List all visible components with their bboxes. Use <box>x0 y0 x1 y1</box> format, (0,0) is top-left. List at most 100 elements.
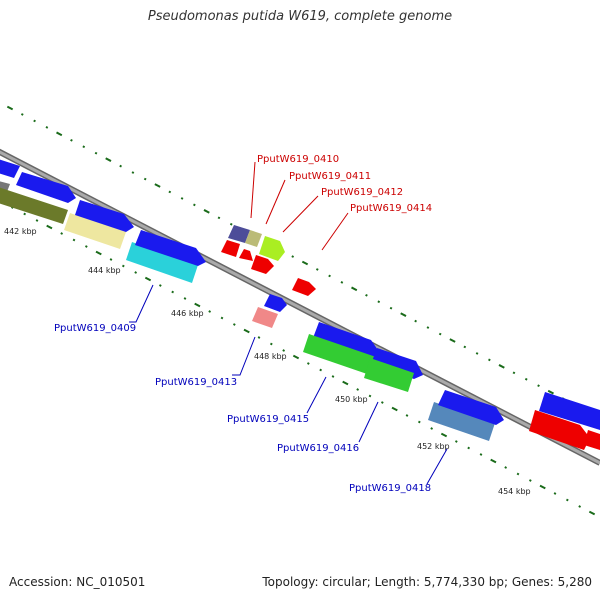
minor-tick <box>183 297 187 300</box>
minor-tick <box>60 232 64 235</box>
callout-line <box>250 161 256 219</box>
gene-label-0416: PputW619_0416 <box>277 443 359 454</box>
kbp-label: 442 kbp <box>4 227 37 236</box>
gene-block <box>221 240 240 257</box>
minor-tick <box>516 472 520 476</box>
minor-tick <box>340 281 344 284</box>
minor-tick <box>232 323 236 326</box>
gene-block <box>252 307 278 328</box>
minor-tick <box>220 316 224 320</box>
gene-features <box>0 159 600 450</box>
major-tick <box>243 328 250 334</box>
major-tick <box>154 183 161 188</box>
minor-tick <box>479 453 483 456</box>
minor-tick <box>134 271 138 274</box>
major-tick <box>144 276 152 282</box>
gene-block <box>292 278 316 296</box>
gene-block <box>126 242 198 283</box>
major-tick <box>498 364 505 369</box>
minor-tick <box>193 203 196 207</box>
minor-tick <box>306 362 310 365</box>
kbp-label: 452 kbp <box>417 442 450 451</box>
callout-line <box>282 195 319 233</box>
minor-tick <box>20 113 24 116</box>
gene-block <box>529 410 590 450</box>
gene-block <box>0 187 68 224</box>
minor-tick <box>315 268 319 271</box>
minor-tick <box>389 306 393 310</box>
major-tick <box>342 380 349 386</box>
callout-line <box>129 284 154 323</box>
minor-tick <box>328 274 331 278</box>
minor-tick <box>565 498 569 502</box>
gene-block <box>303 334 376 375</box>
minor-tick <box>84 245 88 248</box>
minor-tick <box>131 171 135 174</box>
callout-line <box>232 336 256 376</box>
gene-label-0409: PputW619_0409 <box>54 323 136 334</box>
minor-tick <box>504 466 508 469</box>
gene-block <box>259 236 285 261</box>
minor-tick <box>319 368 323 372</box>
minor-tick <box>23 212 27 216</box>
accession-text: Accession: NC_010501 <box>9 575 146 589</box>
minor-tick <box>257 336 261 339</box>
minor-tick <box>553 492 557 495</box>
kbp-label: 446 kbp <box>171 309 204 318</box>
blue-labels <box>129 284 448 485</box>
minor-tick <box>33 119 36 123</box>
gene-label-0413: PputW619_0413 <box>155 377 237 388</box>
gene-block <box>245 230 262 247</box>
gene-label-0415: PputW619_0415 <box>227 414 309 425</box>
gene-block <box>0 159 20 178</box>
major-tick <box>95 250 102 256</box>
minor-tick <box>528 479 532 482</box>
major-tick <box>539 484 546 490</box>
minor-tick <box>168 190 172 194</box>
minor-tick <box>180 197 184 200</box>
gene-block <box>539 392 600 430</box>
gene-block <box>264 294 287 312</box>
gene-block <box>313 322 380 358</box>
major-tick <box>292 354 300 360</box>
minor-tick <box>417 420 421 424</box>
minor-tick <box>229 222 233 226</box>
gene-label-0414: PputW619_0414 <box>350 203 432 214</box>
map-title: Pseudomonas putida W619, complete genome <box>147 9 453 24</box>
major-tick <box>46 224 53 230</box>
major-tick <box>588 510 596 516</box>
gene-block <box>584 430 600 450</box>
gene-label-0411: PputW619_0411 <box>289 171 371 182</box>
major-tick <box>440 432 448 438</box>
minor-tick <box>368 394 372 398</box>
gene-block <box>364 358 414 392</box>
minor-tick <box>119 164 122 168</box>
minor-tick <box>282 349 286 352</box>
gene-block <box>428 402 495 441</box>
major-tick <box>490 458 497 464</box>
minor-tick <box>121 264 125 268</box>
gene-block <box>438 390 504 425</box>
minor-tick <box>430 427 434 430</box>
callout-line <box>265 179 286 225</box>
minor-tick <box>82 145 86 149</box>
gene-label-0412: PputW619_0412 <box>321 187 403 198</box>
minor-tick <box>405 414 409 417</box>
topology-text: Topology: circular; Length: 5,774,330 bp… <box>262 575 592 589</box>
minor-tick <box>356 388 360 391</box>
gene-block <box>16 172 76 203</box>
minor-tick <box>158 284 162 287</box>
kbp-labels: 442 kbp 444 kbp 446 kbp 448 kbp 450 kbp … <box>4 227 531 496</box>
minor-tick <box>524 377 528 381</box>
major-tick <box>105 157 112 162</box>
gene-label-0418: PputW619_0418 <box>349 483 431 494</box>
minor-tick <box>109 258 113 261</box>
minor-tick <box>94 151 98 155</box>
minor-tick <box>380 401 384 404</box>
major-tick <box>301 260 309 266</box>
callout-line <box>306 376 327 414</box>
minor-tick <box>269 342 273 346</box>
minor-tick <box>291 255 295 258</box>
minor-tick <box>35 219 39 222</box>
